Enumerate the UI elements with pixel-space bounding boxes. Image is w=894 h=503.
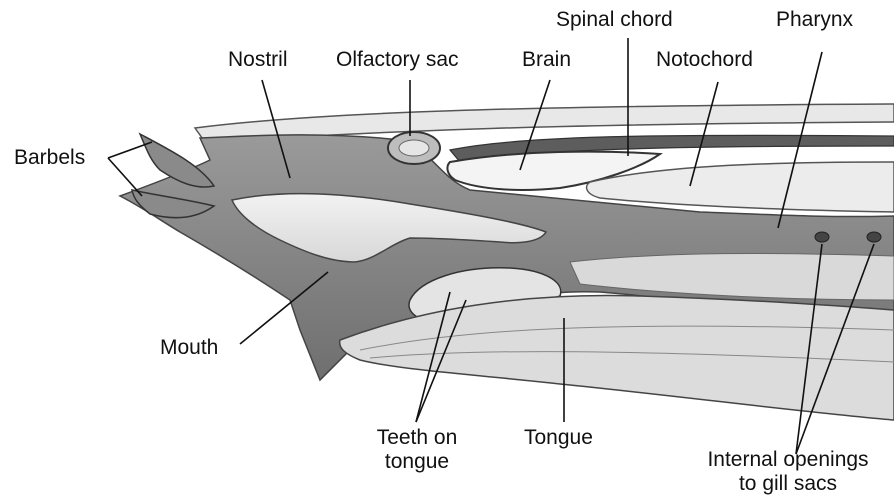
label-spinal-chord: Spinal chord [556, 8, 673, 32]
label-olfactory-sac: Olfactory sac [336, 48, 459, 72]
label-brain: Brain [522, 48, 571, 72]
notochord-shape [587, 162, 894, 212]
label-gill-line-2: to gill sacs [686, 472, 890, 496]
label-mouth: Mouth [160, 336, 218, 360]
label-barbels: Barbels [14, 146, 85, 170]
gill-opening-1 [815, 232, 829, 242]
leader-barbels-2 [108, 158, 142, 196]
label-notochord: Notochord [656, 48, 753, 72]
label-teeth-line-1: Teeth on [352, 426, 482, 450]
label-gill-openings: Internal openings to gill sacs [686, 448, 890, 496]
label-teeth-line-2: tongue [352, 450, 482, 474]
label-teeth-on-tongue: Teeth on tongue [352, 426, 482, 474]
leader-barbels-1 [108, 142, 152, 158]
label-gill-line-1: Internal openings [686, 448, 890, 472]
label-nostril: Nostril [228, 48, 288, 72]
label-tongue: Tongue [524, 426, 593, 450]
gill-opening-2 [867, 232, 881, 242]
label-pharynx: Pharynx [776, 8, 853, 32]
